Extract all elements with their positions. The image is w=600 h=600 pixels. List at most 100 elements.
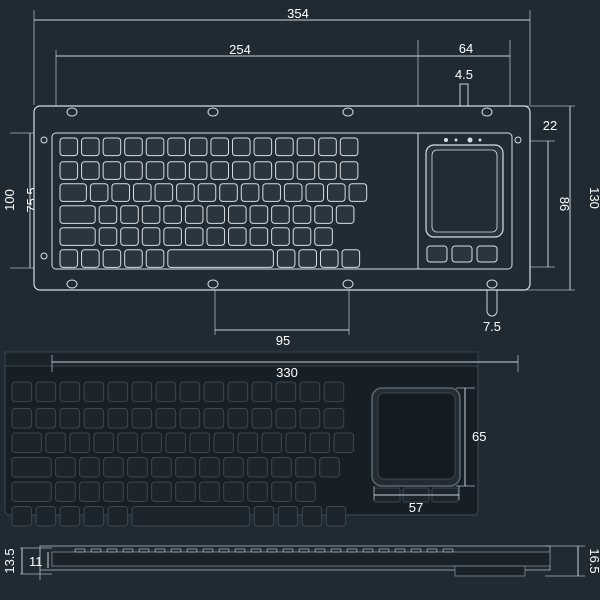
key-r1 [188, 161, 208, 180]
side-key-profile [154, 548, 166, 553]
key-r3 [206, 205, 226, 224]
key-r3 [11, 456, 52, 478]
dim-64-label: 64 [459, 41, 473, 56]
key-r0 [124, 137, 143, 157]
key-r1 [102, 161, 122, 180]
key-r0 [231, 137, 251, 157]
mounting-hole [66, 279, 78, 289]
mounting-hole [486, 279, 498, 289]
side-key-profile [330, 548, 342, 553]
screw-hole [40, 136, 48, 144]
key-r0 [275, 381, 297, 403]
key-r1 [81, 161, 100, 180]
key-r2 [117, 432, 138, 454]
key-r0 [227, 381, 249, 403]
touchpad-button-right [476, 245, 498, 263]
dim-touchpad-height: 65 [456, 387, 486, 487]
key-r4 [11, 481, 52, 503]
side-key-profile [346, 548, 358, 553]
mounting-hole [207, 279, 219, 289]
key-r4 [199, 481, 220, 503]
key-r4 [223, 481, 244, 503]
key-r5 [277, 505, 299, 527]
key-r4 [141, 227, 161, 246]
key-r5 [59, 249, 79, 268]
key-r2 [141, 432, 162, 454]
key-r5 [11, 505, 33, 527]
key-r4 [151, 481, 172, 503]
mounting-hole [342, 107, 354, 117]
dim-95-label: 95 [276, 333, 290, 348]
side-key-profile [250, 548, 262, 553]
key-r2 [285, 432, 307, 454]
key-r0 [210, 137, 230, 157]
key-r5 [276, 249, 296, 268]
key-r0 [11, 381, 33, 403]
key-r3 [98, 205, 118, 224]
key-r0 [83, 381, 105, 403]
key-r1 [296, 161, 316, 180]
bottom-view-keys [11, 381, 355, 527]
key-r3 [79, 456, 100, 478]
side-key-profile [298, 548, 310, 553]
key-r3 [249, 205, 269, 224]
key-r1 [145, 161, 165, 180]
key-r3 [292, 205, 312, 224]
side-key-profile [426, 548, 438, 553]
side-key-profile [410, 548, 422, 553]
key-r2 [305, 183, 325, 202]
key-r2 [89, 183, 109, 202]
key-r1 [124, 161, 143, 180]
key-r3 [223, 456, 244, 478]
dim-4-5-label: 4.5 [455, 67, 473, 82]
side-key-profile [362, 548, 374, 553]
key-r2 [327, 183, 346, 202]
dim-354-label: 354 [287, 6, 309, 21]
key-r2 [219, 183, 238, 202]
key-r3 [228, 205, 247, 224]
key-r2 [132, 183, 152, 202]
dim-22-label: 22 [543, 118, 557, 133]
key-r4 [120, 227, 139, 246]
side-key-profile [122, 548, 134, 553]
side-key-profile [90, 548, 102, 553]
key-r3 [314, 205, 333, 224]
keyboard-top-view [33, 105, 531, 291]
key-r3 [271, 456, 292, 478]
mounting-hole [342, 279, 354, 289]
key-r0 [188, 137, 208, 157]
key-r1 [318, 161, 337, 180]
touchpad-button-left [426, 245, 448, 263]
key-r0 [179, 381, 201, 403]
dim-330-label: 330 [276, 365, 298, 380]
key-r4 [79, 481, 100, 503]
dim-frame-width: 330 [51, 355, 519, 380]
key-r0 [167, 137, 186, 157]
key-r2 [11, 432, 42, 454]
key-r2 [111, 183, 131, 202]
key-r5 [124, 249, 143, 268]
key-r2 [240, 183, 260, 202]
key-r3 [295, 456, 316, 478]
key-r1 [323, 407, 345, 429]
dim-86-label: 86 [557, 197, 572, 211]
key-r0 [107, 381, 129, 403]
key-r2 [348, 183, 368, 202]
key-r1 [35, 407, 57, 429]
key-r5 [167, 249, 274, 268]
inner-frame [51, 132, 513, 270]
key-r0 [131, 381, 153, 403]
key-r3 [59, 205, 96, 224]
dim-65-label: 65 [472, 429, 486, 444]
key-r2 [93, 432, 114, 454]
key-r3 [271, 205, 290, 224]
side-key-profile [394, 548, 406, 553]
touchpad-button-middle [451, 245, 473, 263]
key-r1 [107, 407, 129, 429]
key-r0 [59, 137, 79, 157]
side-key-profile [170, 548, 182, 553]
side-key-profile [138, 548, 150, 553]
key-r1 [155, 407, 177, 429]
dim-254-label: 254 [229, 42, 251, 57]
